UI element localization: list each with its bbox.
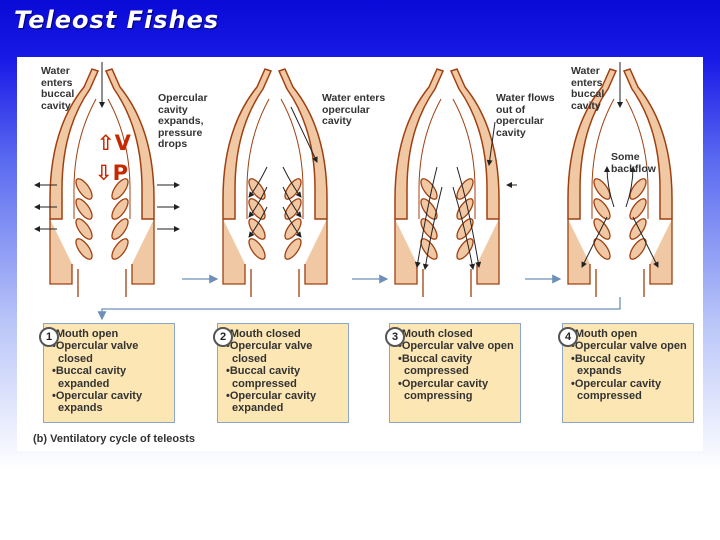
label-water-flows-out: Water flows out of opercular cavity: [496, 92, 555, 139]
up-arrow-icon: ⇧: [97, 131, 115, 155]
pressure-indicator: ⇩P: [95, 162, 128, 184]
down-arrow-icon: ⇩: [95, 161, 113, 185]
label-water-enters-opercular: Water enters opercular cavity: [322, 92, 386, 127]
velocity-indicator: ⇧V: [97, 132, 131, 154]
caption-text: Ventilatory cycle of teleosts: [50, 433, 195, 445]
caption-part: (b): [33, 433, 48, 445]
step-list-2: •Mouth closed •Opercular valve closed •B…: [224, 328, 346, 415]
flow-arrows-1: [34, 62, 180, 232]
step-list-1: •Mouth open •Opercular valve closed •Buc…: [50, 328, 172, 415]
step-list-4: •Mouth open •Opercular valve open •Bucca…: [569, 328, 691, 402]
pressure-label: P: [112, 161, 129, 185]
step-2-item-2: •Opercular valve closed: [226, 340, 313, 365]
step-box-1: •Mouth open •Opercular valve closed •Buc…: [43, 323, 175, 423]
flow-arrows-2: [248, 106, 318, 238]
step-box-3: •Mouth closed •Opercular valve open •Buc…: [389, 323, 521, 423]
step-1-item-1: •Mouth open: [52, 328, 119, 340]
step-2-item-1: •Mouth closed: [226, 328, 301, 340]
step-3-item-1: •Mouth closed: [398, 328, 473, 340]
label-opercular-expands: Opercular cavity expands, pressure drops: [158, 92, 208, 150]
step-box-2: •Mouth closed •Opercular valve closed •B…: [217, 323, 349, 423]
step-number-4: 4: [558, 327, 578, 347]
slide-title: Teleost Fishes: [14, 6, 220, 34]
step-3-item-2: •Opercular valve open: [398, 340, 514, 353]
step-4-item-1: •Mouth open: [571, 328, 638, 340]
step-1-item-2: •Opercular valve closed: [52, 340, 139, 365]
velocity-label: V: [114, 131, 131, 155]
label-water-enters-buccal-4: Water enters buccal cavity: [571, 65, 605, 112]
step-2-item-4: •Opercular cavity expanded: [226, 390, 317, 415]
step-3-item-4: •Opercular cavity compressing: [398, 377, 489, 403]
step-4-item-4: •Opercular cavity compressed: [571, 377, 662, 403]
step-list-3: •Mouth closed •Opercular valve open •Buc…: [396, 328, 518, 402]
step-number-2: 2: [213, 327, 233, 347]
cycle-arrows: [97, 274, 621, 321]
step-4-item-3: •Buccal cavity expands: [571, 352, 646, 378]
flow-arrows-4: [581, 62, 659, 268]
ventilation-figure: Water enters buccal cavity Opercular cav…: [17, 57, 703, 451]
step-4-item-2: •Opercular valve open: [571, 340, 687, 353]
step-1-item-3: •Buccal cavity expanded: [52, 365, 127, 390]
step-box-4: •Mouth open •Opercular valve open •Bucca…: [562, 323, 694, 423]
label-water-enters-buccal-1: Water enters buccal cavity: [41, 65, 75, 112]
head-diagram-3: [394, 68, 500, 298]
step-2-item-3: •Buccal cavity compressed: [226, 365, 301, 390]
diagram-svg: [34, 62, 673, 321]
step-1-item-4: •Opercular cavity expands: [52, 390, 143, 415]
head-diagram-2: [222, 68, 328, 298]
step-3-item-3: •Buccal cavity compressed: [398, 352, 473, 378]
flow-arrows-3: [414, 121, 517, 270]
label-some-backflow: Some backflow: [611, 151, 656, 175]
step-number-1: 1: [39, 327, 59, 347]
figure-caption: (b) Ventilatory cycle of teleosts: [33, 433, 195, 445]
step-number-3: 3: [385, 327, 405, 347]
